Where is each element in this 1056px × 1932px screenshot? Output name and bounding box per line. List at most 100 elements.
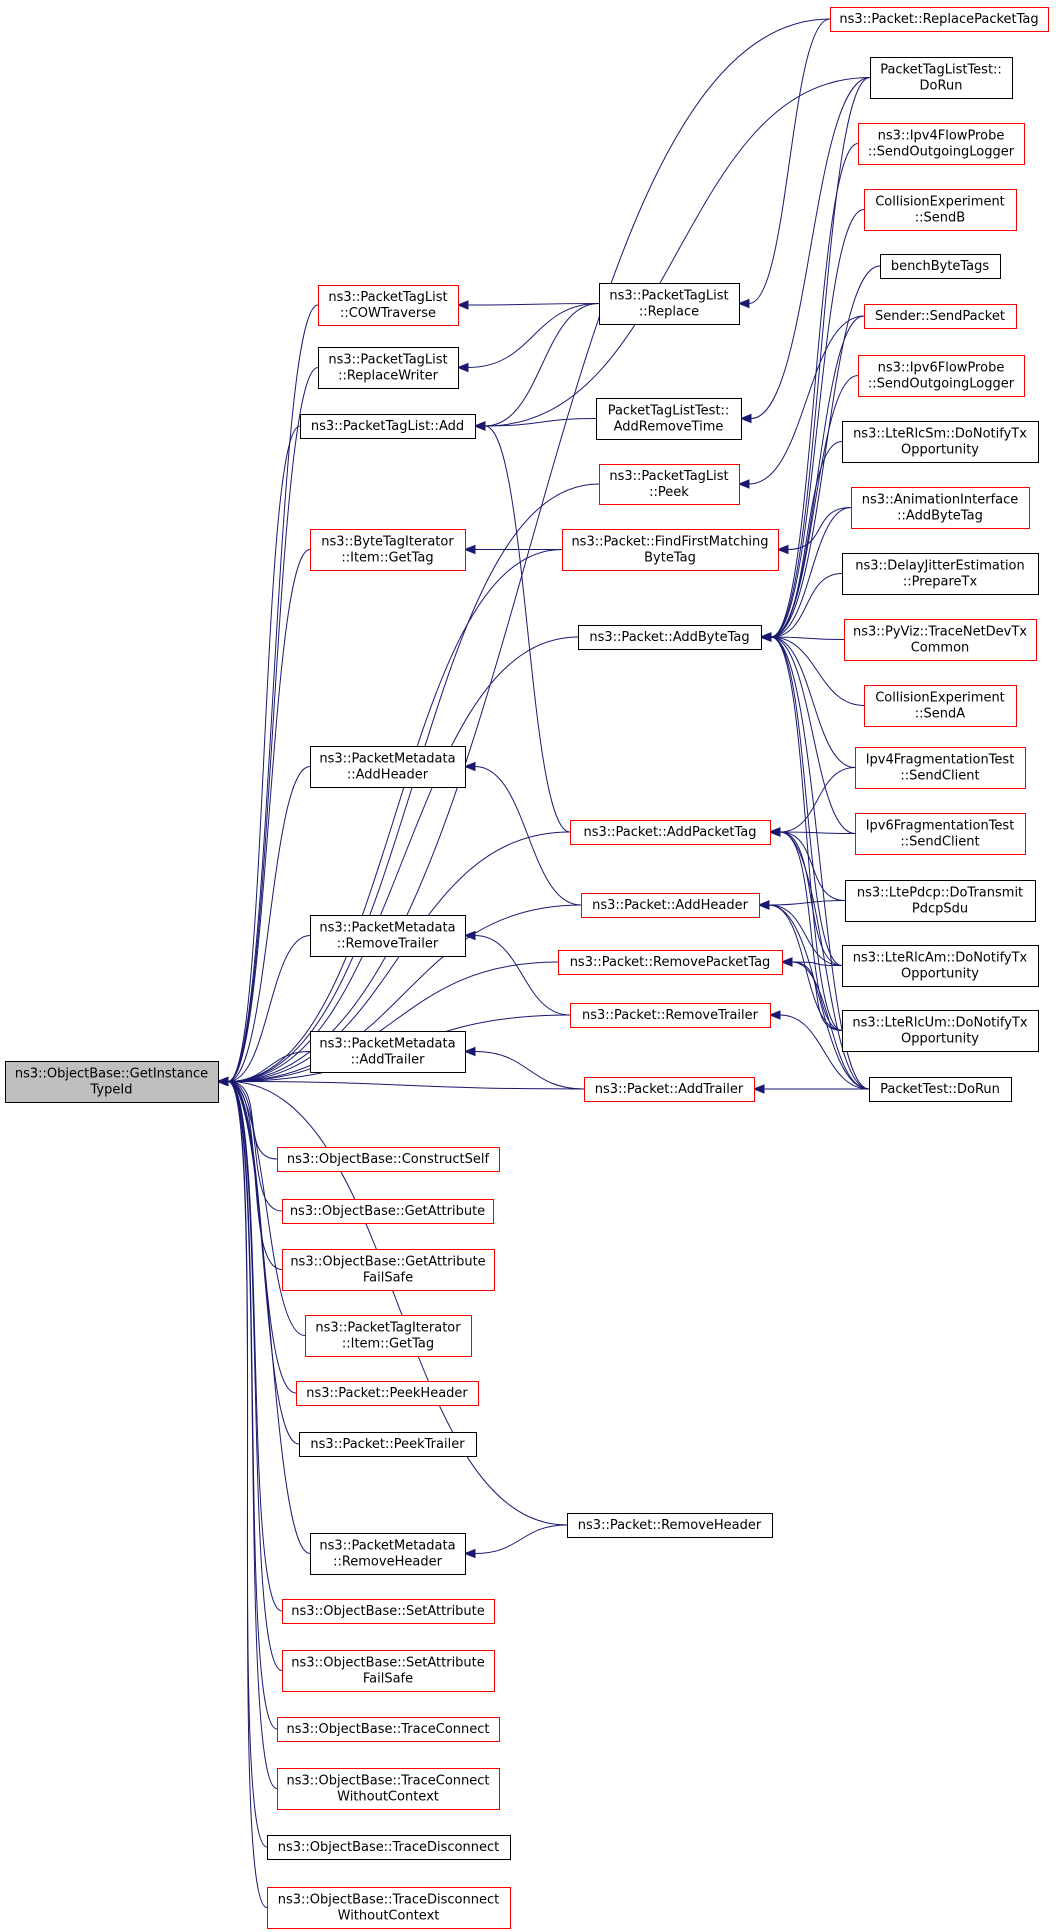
node-traceconnect[interactable]: ns3::ObjectBase::TraceConnect	[277, 1717, 500, 1742]
arrowhead-pm-addheader	[463, 761, 476, 772]
edge-lterlcum-to-removepackettag	[791, 961, 843, 1031]
node-tracedisconnect[interactable]: ns3::ObjectBase::TraceDisconnect	[267, 1835, 511, 1860]
node-box	[842, 945, 1039, 987]
node-removepackettag[interactable]: ns3::Packet::RemovePacketTag	[558, 950, 783, 975]
arrowhead-addremovetime	[739, 413, 752, 424]
edge-lterlcam-to-removepackettag	[791, 961, 843, 966]
edge-getattribute-to-getinstancetypeid	[227, 1081, 283, 1212]
node-delayjitter[interactable]: ns3::DelayJitterEstimation::PrepareTx	[842, 553, 1039, 595]
edge-delayjitter-to-addbytetag	[770, 573, 843, 638]
node-label: Opportunity	[901, 443, 979, 458]
node-ipv6frag[interactable]: Ipv6FragmentationTest::SendClient	[855, 813, 1026, 855]
node-box	[318, 347, 459, 389]
node-label: Opportunity	[901, 967, 979, 982]
node-label: PdcpSdu	[912, 902, 968, 917]
edge-ptl-replace-to-cowtraverse	[467, 303, 600, 306]
node-addpackettag[interactable]: ns3::Packet::AddPacketTag	[570, 820, 771, 845]
node-pm-addheader[interactable]: ns3::PacketMetadata::AddHeader	[310, 746, 466, 788]
node-label: FailSafe	[363, 1271, 413, 1286]
node-pm-removetrailer[interactable]: ns3::PacketMetadata::RemoveTrailer	[310, 915, 466, 957]
node-box	[310, 915, 466, 957]
node-box	[869, 1077, 1012, 1102]
node-label: TypeId	[90, 1083, 133, 1098]
node-label: Sender::SendPacket	[875, 309, 1005, 324]
node-label: ns3::Packet::AddTrailer	[595, 1082, 744, 1097]
edge-peektrailer-to-getinstancetypeid	[227, 1081, 300, 1445]
edge-replacewriter-to-getinstancetypeid	[227, 367, 319, 1082]
edge-sender-sendpacket-to-ptl-peek	[748, 315, 865, 485]
node-addtrailer[interactable]: ns3::Packet::AddTrailer	[584, 1077, 755, 1102]
node-constructself[interactable]: ns3::ObjectBase::ConstructSelf	[277, 1147, 500, 1172]
edge-lterlcam-to-addheader	[768, 904, 843, 966]
node-sender-sendpacket[interactable]: Sender::SendPacket	[864, 304, 1017, 329]
node-peekheader[interactable]: ns3::Packet::PeekHeader	[296, 1381, 479, 1406]
node-traceconnectwc[interactable]: ns3::ObjectBase::TraceConnectWithoutCont…	[277, 1768, 500, 1810]
node-box	[558, 950, 783, 975]
node-box	[318, 285, 459, 326]
node-box	[277, 1768, 500, 1810]
edge-packettest-dorun-to-addbytetag	[770, 636, 870, 1090]
node-tracedisconnectwc[interactable]: ns3::ObjectBase::TraceDisconnectWithoutC…	[267, 1887, 511, 1929]
node-packettest-dorun[interactable]: PacketTest::DoRun	[869, 1077, 1012, 1102]
edge-packettest-dorun-to-removepackettag	[791, 961, 870, 1090]
node-label: WithoutContext	[337, 1790, 439, 1805]
node-label: ns3::Packet::ReplacePacketTag	[839, 12, 1038, 27]
node-layer: ns3::ObjectBase::GetInstanceTypeIdns3::P…	[5, 7, 1049, 1929]
node-label: ns3::Packet::PeekHeader	[306, 1386, 468, 1401]
arrowhead-replacewriter	[456, 362, 469, 373]
node-animation-addbytetag[interactable]: ns3::AnimationInterface::AddByteTag	[851, 487, 1030, 529]
node-addremovetime[interactable]: PacketTagListTest::AddRemoveTime	[596, 398, 742, 440]
node-replacewriter[interactable]: ns3::PacketTagList::ReplaceWriter	[318, 347, 459, 389]
node-box	[300, 414, 476, 439]
node-removetrailer[interactable]: ns3::Packet::RemoveTrailer	[570, 1003, 771, 1028]
node-collision-senda[interactable]: CollisionExperiment::SendA	[864, 685, 1017, 727]
node-cowtraverse[interactable]: ns3::PacketTagList::COWTraverse	[318, 285, 459, 326]
arrowhead-removepackettag	[780, 957, 793, 967]
node-ipv4flowprobe[interactable]: ns3::Ipv4FlowProbe::SendOutgoingLogger	[858, 123, 1025, 165]
node-label: ns3::ObjectBase::TraceDisconnect	[278, 1893, 500, 1908]
node-removeheader[interactable]: ns3::Packet::RemoveHeader	[567, 1513, 773, 1538]
node-pm-removeheader[interactable]: ns3::PacketMetadata::RemoveHeader	[310, 1533, 466, 1575]
edge-addtrailer-to-getinstancetypeid	[227, 1081, 585, 1090]
node-pti-gettag[interactable]: ns3::PacketTagIterator::Item::GetTag	[305, 1315, 472, 1357]
edge-ptl-add-to-getinstancetypeid	[227, 425, 301, 1082]
node-ptl-add[interactable]: ns3::PacketTagList::Add	[300, 414, 476, 439]
node-label: ::SendClient	[900, 769, 979, 784]
node-box	[599, 464, 740, 505]
node-ptl-replace[interactable]: ns3::PacketTagList::Replace	[599, 283, 740, 325]
node-collision-sendb[interactable]: CollisionExperiment::SendB	[864, 189, 1017, 231]
node-bti-gettag[interactable]: ns3::ByteTagIterator::Item::GetTag	[310, 529, 466, 571]
node-label: ::SendB	[915, 211, 965, 226]
node-addbytetag[interactable]: ns3::Packet::AddByteTag	[578, 625, 762, 650]
edge-traceconnectwc-to-getinstancetypeid	[227, 1081, 278, 1789]
node-label: ns3::PacketMetadata	[319, 1037, 455, 1052]
node-getattribute[interactable]: ns3::ObjectBase::GetAttribute	[282, 1199, 494, 1224]
edge-removeheader-to-getinstancetypeid	[227, 1081, 568, 1526]
edge-setattribute-to-getinstancetypeid	[227, 1081, 283, 1612]
node-addheader[interactable]: ns3::Packet::AddHeader	[581, 893, 760, 918]
node-peektrailer[interactable]: ns3::Packet::PeekTrailer	[299, 1432, 477, 1457]
node-label: ns3::AnimationInterface	[862, 493, 1019, 508]
edge-pm-addheader-to-getinstancetypeid	[227, 766, 311, 1082]
node-pm-addtrailer[interactable]: ns3::PacketMetadata::AddTrailer	[310, 1031, 466, 1073]
node-benchbytetags[interactable]: benchByteTags	[880, 254, 1001, 279]
node-ipv6flowprobe[interactable]: ns3::Ipv6FlowProbe::SendOutgoingLogger	[858, 355, 1025, 397]
node-ptltest-dorun[interactable]: PacketTagListTest::DoRun	[870, 57, 1013, 99]
node-label: Ipv4FragmentationTest	[866, 753, 1015, 768]
node-ptl-peek[interactable]: ns3::PacketTagList::Peek	[599, 464, 740, 505]
edge-ltepdcp-to-addpackettag	[779, 831, 846, 901]
node-ipv4frag[interactable]: Ipv4FragmentationTest::SendClient	[855, 747, 1026, 789]
node-replacepackettag[interactable]: ns3::Packet::ReplacePacketTag	[830, 7, 1049, 32]
node-setattribute[interactable]: ns3::ObjectBase::SetAttribute	[282, 1599, 495, 1624]
node-label: ::AddHeader	[347, 768, 429, 783]
node-label: ns3::LteRlcSm::DoNotifyTx	[853, 427, 1027, 442]
